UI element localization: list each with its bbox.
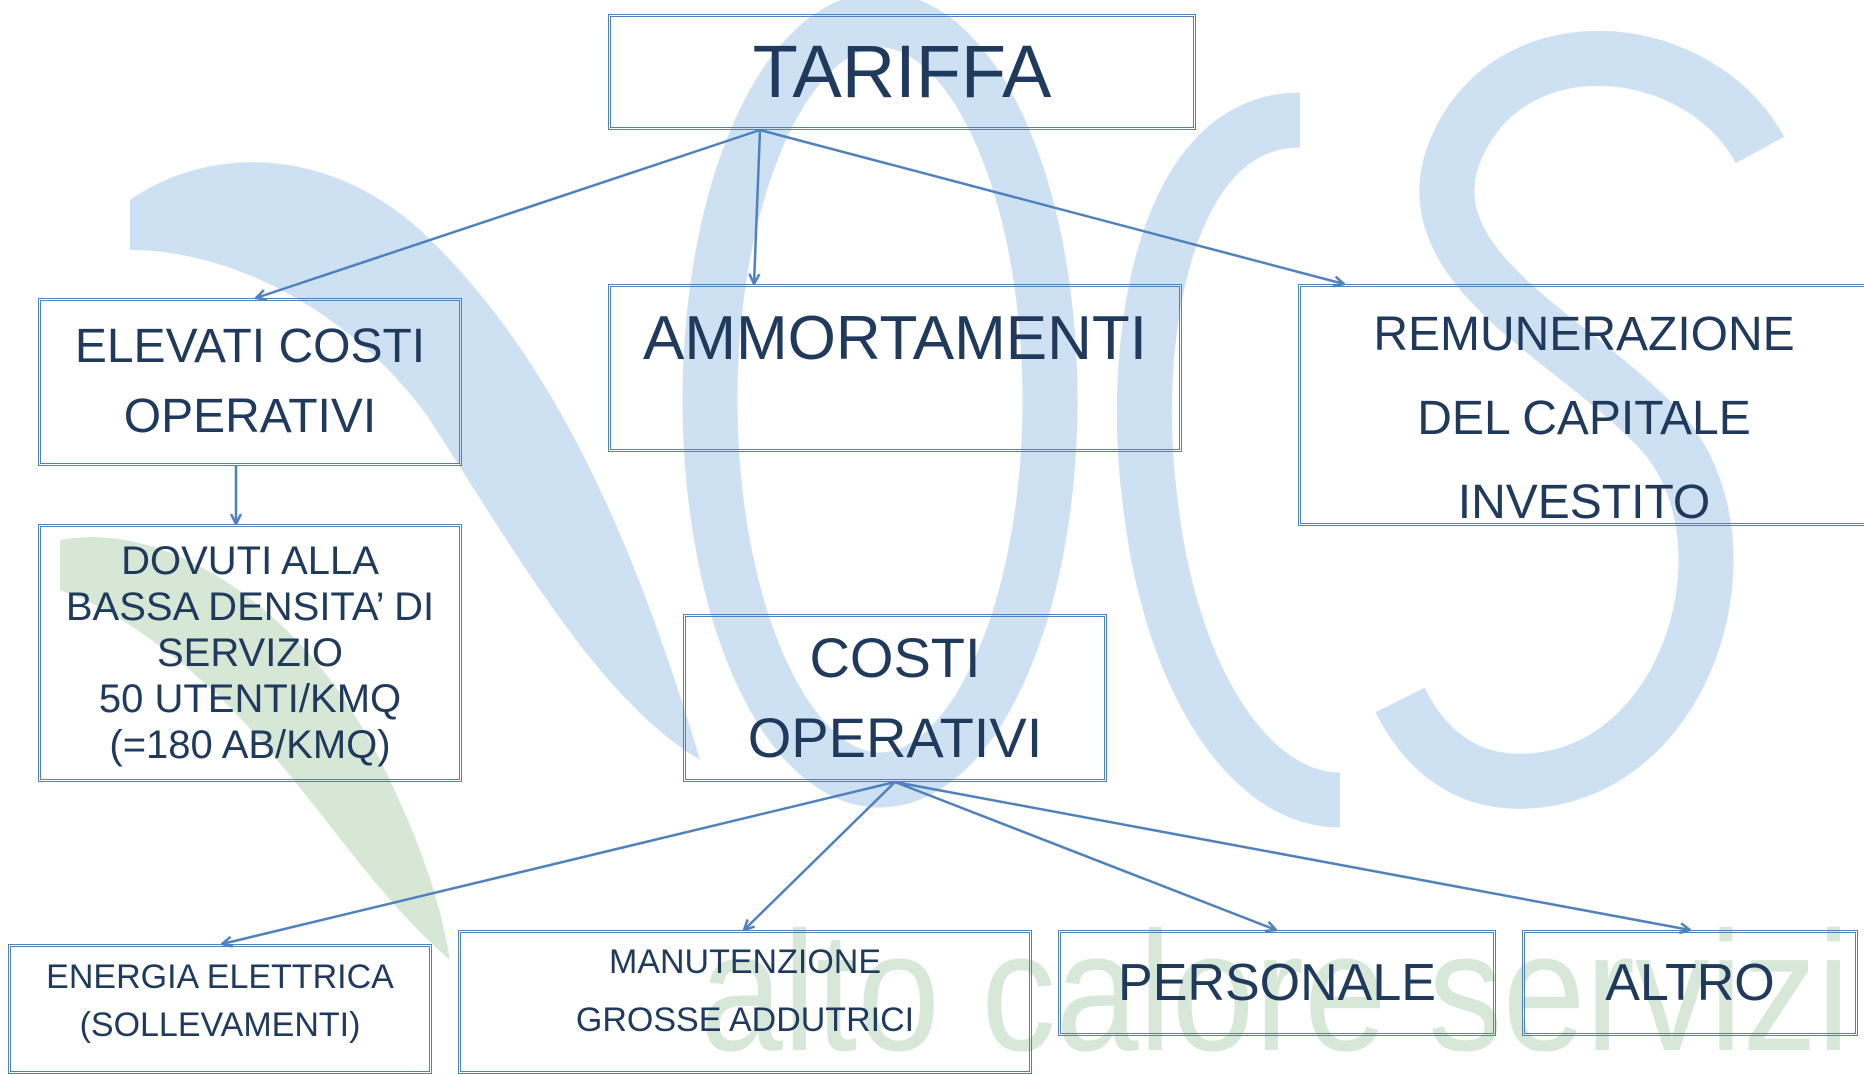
node-costi-operativi: COSTI OPERATIVI xyxy=(683,614,1107,782)
node-altro-line: ALTRO xyxy=(1605,954,1775,1012)
node-energia-elettrica: ENERGIA ELETTRICA (SOLLEVAMENTI) xyxy=(8,944,432,1074)
node-remunerazione-line: INVESTITO xyxy=(1457,476,1711,529)
node-dovuti-line: SERVIZIO xyxy=(157,631,343,675)
node-ammortamenti: AMMORTAMENTI xyxy=(608,284,1182,452)
node-dovuti-line: DOVUTI ALLA xyxy=(121,539,379,583)
node-tariffa-line: TARIFFA xyxy=(752,30,1052,113)
arrow-costi-to-energia xyxy=(222,780,896,944)
arrow-tariffa-to-elevati xyxy=(256,128,761,298)
node-energia-line: (SOLLEVAMENTI) xyxy=(79,1006,361,1044)
node-remunerazione-line: DEL CAPITALE xyxy=(1417,392,1751,445)
watermark-letter-c-icon xyxy=(1116,92,1342,828)
watermark-letter-s-icon xyxy=(1375,30,1785,809)
node-altro: ALTRO xyxy=(1522,930,1858,1036)
node-manutenzione-line: GROSSE ADDUTRICI xyxy=(575,1001,915,1039)
arrow-costi-to-altro xyxy=(894,780,1690,930)
arrow-costi-to-manutenzione xyxy=(744,781,896,930)
arrow-tariffa-to-remunerazione xyxy=(759,128,1344,284)
node-remunerazione-line: REMUNERAZIONE xyxy=(1373,308,1795,361)
node-personale-line: PERSONALE xyxy=(1118,954,1436,1012)
watermark-leaf-icon xyxy=(60,536,450,960)
node-manutenzione-line: MANUTENZIONE xyxy=(609,943,881,981)
node-elevati-costi-operativi: ELEVATI COSTI OPERATIVI xyxy=(38,298,462,466)
node-elevati-line: OPERATIVI xyxy=(123,390,377,443)
node-tariffa: TARIFFA xyxy=(608,14,1196,130)
node-costi-line: COSTI xyxy=(809,626,981,689)
watermark-swoosh-icon xyxy=(130,162,700,760)
node-remunerazione-capitale: REMUNERAZIONE DEL CAPITALE INVESTITO xyxy=(1298,284,1864,529)
node-personale: PERSONALE xyxy=(1058,930,1496,1036)
node-dovuti-line: (=180 AB/KMQ) xyxy=(109,723,391,767)
node-dovuti-line: 50 UTENTI/KMQ xyxy=(98,677,402,721)
node-dovuti-line: BASSA DENSITA’ DI xyxy=(65,585,435,629)
node-energia-line: ENERGIA ELETTRICA xyxy=(46,958,394,996)
node-manutenzione: MANUTENZIONE GROSSE ADDUTRICI xyxy=(458,930,1032,1074)
node-costi-line: OPERATIVI xyxy=(747,706,1043,769)
node-elevati-line: ELEVATI COSTI xyxy=(74,320,426,373)
node-dovuti-bassa-densita: DOVUTI ALLA BASSA DENSITA’ DI SERVIZIO 5… xyxy=(38,524,462,782)
node-ammortamenti-line: AMMORTAMENTI xyxy=(642,304,1148,373)
arrow-costi-to-personale xyxy=(894,780,1276,930)
arrow-tariffa-to-ammortamenti xyxy=(754,129,762,284)
